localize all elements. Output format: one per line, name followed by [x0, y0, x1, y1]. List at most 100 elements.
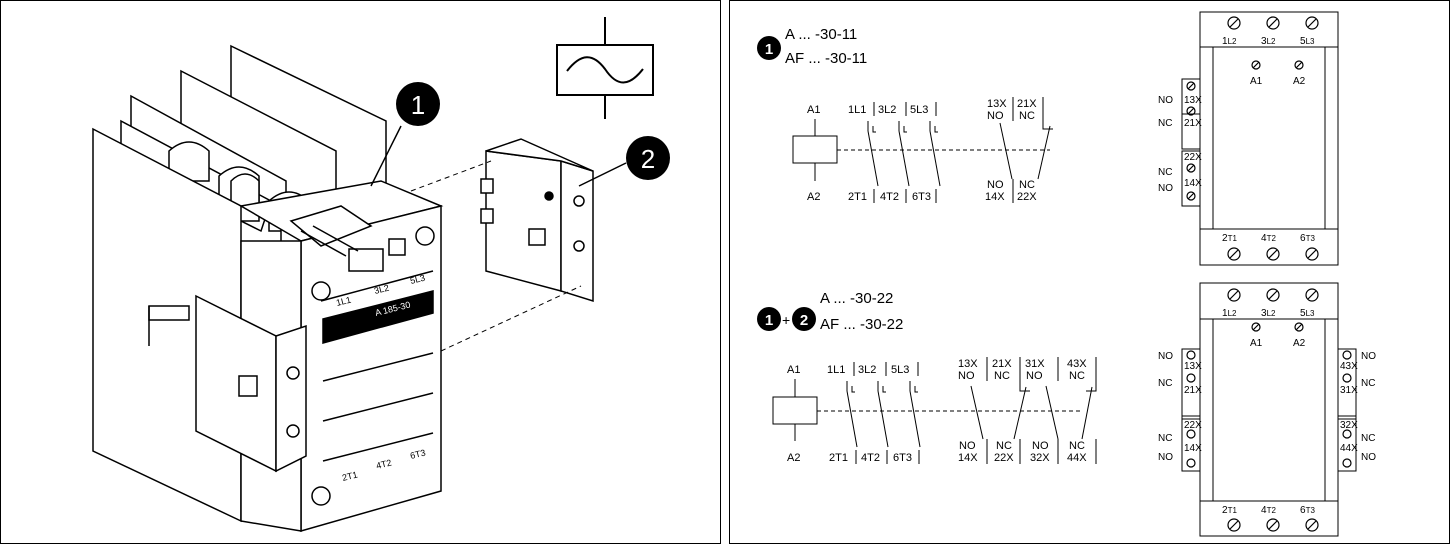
s2-main-top-2: 3L2	[858, 364, 876, 376]
s1-aux-top-b2: NC	[1019, 110, 1035, 122]
s2-aux-bot-1a: NO	[959, 440, 976, 452]
terminal-5l3: 5L3	[409, 273, 426, 286]
tb2-top-1: 1L2	[1222, 308, 1237, 319]
s2-main-bot-3: 6T3	[893, 452, 912, 464]
tb1-top-1: 1L2	[1222, 36, 1237, 47]
tb2-left-3b: 22X	[1184, 420, 1202, 431]
s1-main-bot-2: 4T2	[880, 191, 899, 203]
tb1-top-3: 5L3	[1300, 36, 1315, 47]
s2-model-af: AF ... -30-22	[820, 316, 903, 333]
tb2-left-1a: NO	[1158, 351, 1173, 362]
s1-aux-bot-a2: 14X	[985, 191, 1005, 203]
s1-aux-bot-b2: 22X	[1017, 191, 1037, 203]
s2-model-a: A ... -30-22	[820, 290, 893, 307]
tb2-left-4a: NO	[1158, 452, 1173, 463]
s2-main-top-3: 5L3	[891, 364, 909, 376]
tb1-left-3b: 22X	[1184, 152, 1202, 163]
tb2-right-4b: NO	[1361, 452, 1376, 463]
tb2-left-3a: NC	[1158, 433, 1172, 444]
s2-aux-bot-1b: 14X	[958, 452, 978, 464]
tb2-right-4a: 44X	[1340, 443, 1358, 454]
contactor-illustration	[92, 44, 444, 532]
tb2-bot-1: 2T1	[1222, 505, 1237, 516]
tb1-left-1b: 13X	[1184, 95, 1202, 106]
tb2-coil-a1: A1	[1250, 338, 1263, 349]
tb2-right-3b: NC	[1361, 433, 1375, 444]
s1-main-bot-1: 2T1	[848, 191, 867, 203]
terminal-box-1	[1181, 11, 1339, 266]
s1-main-top-3: 5L3	[910, 104, 928, 116]
s2-callout-2: 2	[800, 312, 808, 329]
tb2-left-2b: 21X	[1184, 385, 1202, 396]
terminal-1l1: 1L1	[335, 295, 352, 308]
s2-aux-top-2b: NC	[994, 370, 1010, 382]
s1-aux-bot-b: NC	[1019, 179, 1035, 191]
s2-aux-bot-3a: NO	[1032, 440, 1049, 452]
s2-aux-bot-2a: NC	[996, 440, 1012, 452]
callout-2: 2	[641, 144, 655, 174]
s2-aux-top-2a: 21X	[992, 358, 1012, 370]
s1-aux-bot-a: NO	[987, 179, 1004, 191]
s2-callout-1: 1	[765, 312, 773, 329]
tb1-coil-a2: A2	[1293, 76, 1306, 87]
wiring-diagram-svg: 1 A ... -30-11 AF ... -30-11 A1 A2 1L1 3…	[757, 11, 1376, 537]
auxiliary-block-illustration	[480, 138, 594, 303]
s1-coil-a1: A1	[807, 104, 820, 116]
callout-1: 1	[411, 90, 425, 120]
tb1-left-2a: NC	[1158, 118, 1172, 129]
terminal-3l2: 3L2	[373, 283, 390, 296]
tb1-left-2b: 21X	[1184, 118, 1202, 129]
tb1-top-2: 3L2	[1261, 36, 1276, 47]
left-illustration-svg: 1L1 3L2 5L3 A 185-30 2T1 4T2 6T3	[92, 17, 670, 532]
s2-aux-bot-4b: 44X	[1067, 452, 1087, 464]
tb1-bot-2: 4T2	[1261, 233, 1276, 244]
tb1-left-3a: NC	[1158, 167, 1172, 178]
terminal-2t1: 2T1	[341, 469, 358, 482]
s2-aux-bot-4a: NC	[1069, 440, 1085, 452]
right-wiring-panel: 1 A ... -30-11 AF ... -30-11 A1 A2 1L1 3…	[729, 0, 1450, 544]
s1-main-top-1: 1L1	[848, 104, 866, 116]
s2-aux-top-3b: NO	[1026, 370, 1043, 382]
tb1-left-4a: NO	[1158, 183, 1173, 194]
s1-main-bot-3: 6T3	[912, 191, 931, 203]
tb2-right-1a: 43X	[1340, 361, 1358, 372]
s1-aux-top-a: 13X	[987, 98, 1007, 110]
s2-coil-a2: A2	[787, 452, 800, 464]
coil-symbol-icon	[556, 17, 654, 119]
s2-coil-a1: A1	[787, 364, 800, 376]
tb2-bot-3: 6T3	[1300, 505, 1315, 516]
terminal-6t3: 6T3	[409, 447, 426, 460]
s1-main-top-2: 3L2	[878, 104, 896, 116]
tb2-left-2a: NC	[1158, 378, 1172, 389]
s2-aux-top-1a: 13X	[958, 358, 978, 370]
tb2-coil-a2: A2	[1293, 338, 1306, 349]
s2-main-top-1: 1L1	[827, 364, 845, 376]
s2-main-bot-1: 2T1	[829, 452, 848, 464]
s1-coil-a2: A2	[807, 191, 820, 203]
tb2-top-2: 3L2	[1261, 308, 1276, 319]
tb2-right-2b: NC	[1361, 378, 1375, 389]
s1-aux-top-b: 21X	[1017, 98, 1037, 110]
terminal-box-2	[1181, 282, 1357, 537]
s2-aux-top-1b: NO	[958, 370, 975, 382]
s1-aux-top-a2: NO	[987, 110, 1004, 122]
tb2-right-2a: 31X	[1340, 385, 1358, 396]
tb1-left-4b: 14X	[1184, 178, 1202, 189]
tb2-top-3: 5L3	[1300, 308, 1315, 319]
s2-aux-bot-2b: 22X	[994, 452, 1014, 464]
s2-aux-top-4b: NC	[1069, 370, 1085, 382]
tb2-right-1b: NO	[1361, 351, 1376, 362]
s1-model-af: AF ... -30-11	[785, 50, 867, 67]
terminal-4t2: 4T2	[375, 457, 392, 470]
tb1-bot-1: 2T1	[1222, 233, 1237, 244]
s2-aux-top-3a: 31X	[1025, 358, 1045, 370]
tb1-coil-a1: A1	[1250, 76, 1263, 87]
tb1-left-1a: NO	[1158, 95, 1173, 106]
tb1-bot-3: 6T3	[1300, 233, 1315, 244]
s2-aux-top-4a: 43X	[1067, 358, 1087, 370]
s1-callout: 1	[765, 41, 773, 58]
tb2-bot-2: 4T2	[1261, 505, 1276, 516]
left-illustration-panel: 1L1 3L2 5L3 A 185-30 2T1 4T2 6T3	[0, 0, 721, 544]
s2-aux-bot-3b: 32X	[1030, 452, 1050, 464]
tb2-left-4b: 14X	[1184, 443, 1202, 454]
